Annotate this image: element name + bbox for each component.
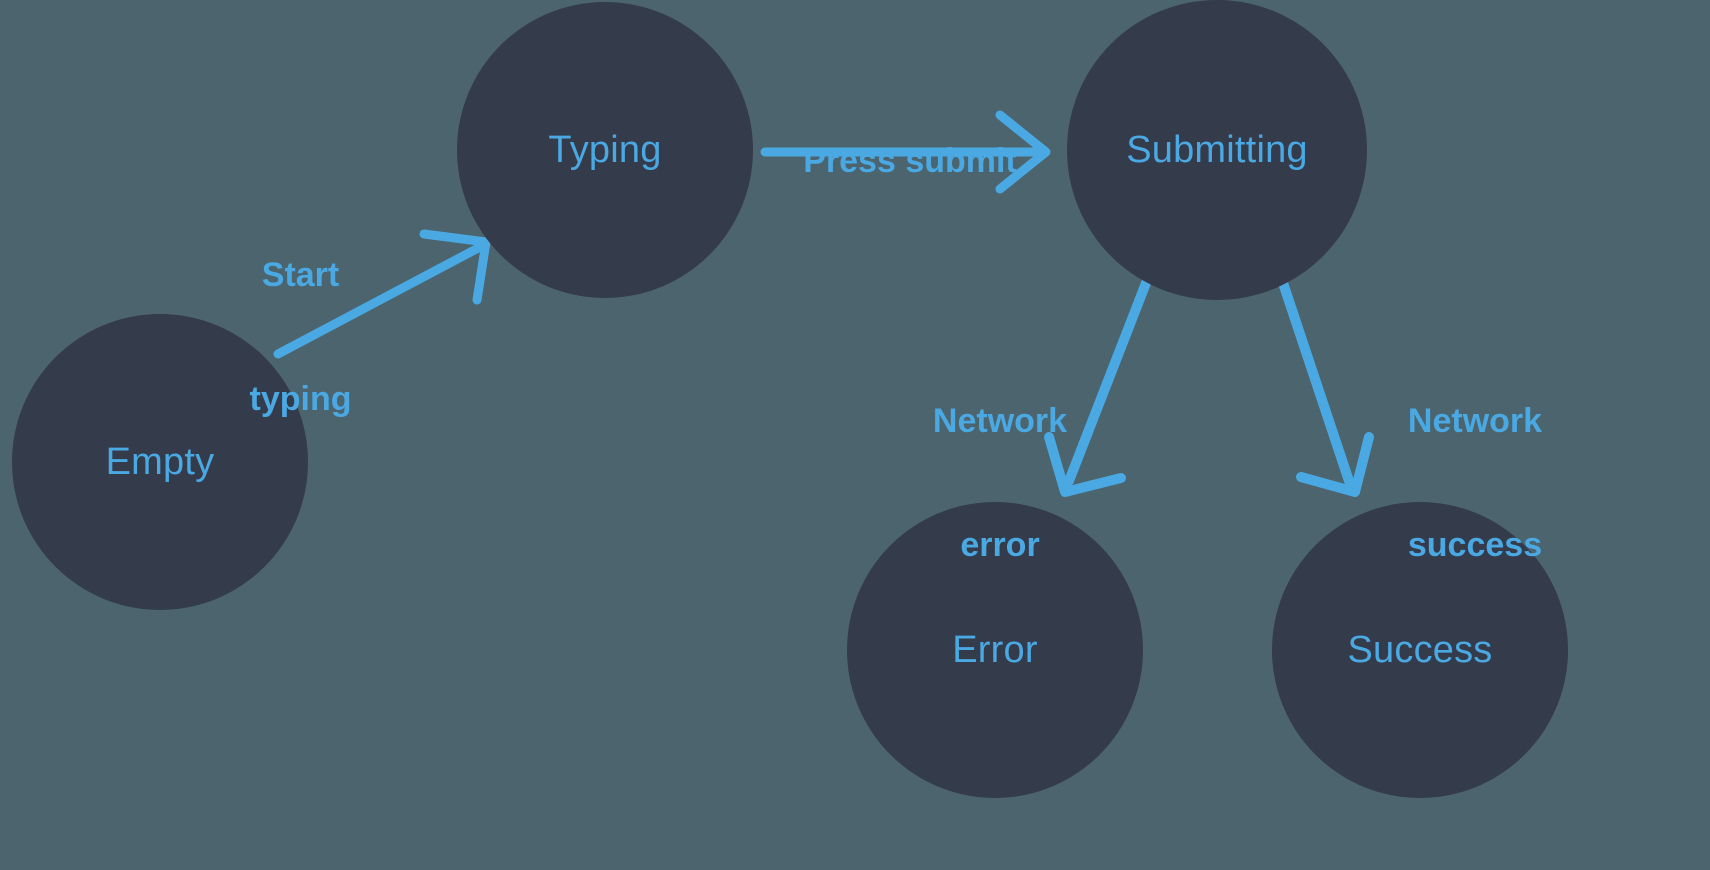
state-node-empty-label: Empty <box>105 441 215 483</box>
transition-label-network-success: Network success <box>1330 318 1620 650</box>
arrow-start-typing <box>273 229 491 359</box>
transition-label-press-submit: Press submit <box>745 58 1075 265</box>
state-node-error[interactable]: Error <box>847 502 1143 798</box>
arrow-press-submit <box>760 110 1051 194</box>
transition-label-network-error-line1: Network <box>932 401 1068 440</box>
state-node-empty[interactable]: Empty <box>12 314 308 610</box>
arrow-network-error <box>1044 278 1151 497</box>
transition-label-network-success-line2: success <box>1407 526 1543 565</box>
state-node-error-label: Error <box>952 629 1038 671</box>
transition-label-start-typing: Start typing <box>168 172 433 504</box>
state-node-typing[interactable]: Typing <box>457 2 753 298</box>
state-node-submitting-label: Submitting <box>1126 129 1308 171</box>
state-node-typing-label: Typing <box>548 129 662 171</box>
transition-label-network-error: Network error <box>855 318 1145 650</box>
transition-label-start-typing-line1: Start <box>261 255 340 294</box>
transition-label-network-error-line2: error <box>960 526 1040 565</box>
transition-label-network-success-line1: Network <box>1407 401 1543 440</box>
state-node-success-label: Success <box>1347 629 1493 671</box>
transition-label-start-typing-line2: typing <box>249 380 352 419</box>
state-node-success[interactable]: Success <box>1272 502 1568 798</box>
transition-label-press-submit-line1: Press submit <box>803 141 1017 180</box>
arrow-network-success <box>1278 278 1374 497</box>
state-node-submitting[interactable]: Submitting <box>1067 0 1367 300</box>
